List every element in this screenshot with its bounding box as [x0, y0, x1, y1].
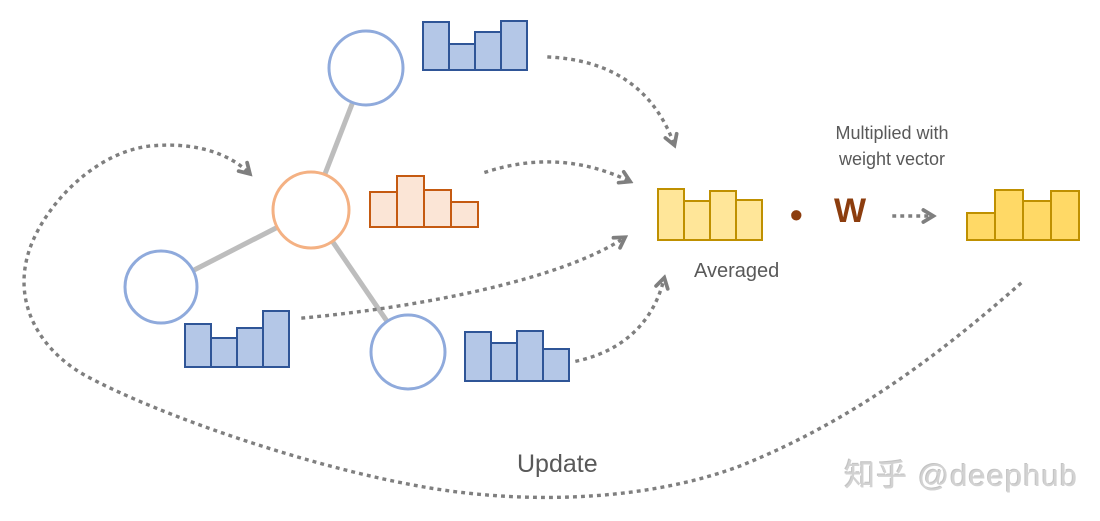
graph-node-center	[271, 170, 351, 250]
histogram-result-features	[966, 189, 1080, 241]
histogram-top-neighbor-features	[422, 20, 528, 71]
histogram-bar	[422, 21, 450, 71]
histogram-bar	[210, 337, 238, 368]
weight-vector-symbol: W	[834, 192, 867, 230]
histogram-bar	[966, 212, 996, 241]
multiplied-label-line1: Multiplied with	[835, 123, 949, 143]
histogram-bar	[448, 43, 476, 71]
histogram-bar	[369, 191, 398, 228]
histogram-bar	[735, 199, 763, 241]
averaged-label: Averaged	[694, 260, 780, 282]
histogram-bar	[500, 20, 528, 71]
histogram-bar	[184, 323, 212, 368]
dot-operator: •	[790, 194, 803, 235]
histogram-center-node-features	[369, 175, 479, 228]
arrow-bottom-features-to-averaged	[574, 279, 664, 364]
watermark: 知乎 @deephub	[844, 458, 1078, 493]
histogram-bar	[657, 188, 685, 241]
arrows-layer	[22, 55, 1023, 500]
histogram-bottom-neighbor-features	[464, 330, 570, 382]
histogram-left-neighbor-features	[184, 310, 290, 368]
multiplied-label-line2: weight vector	[838, 149, 946, 169]
histogram-bar	[474, 31, 502, 71]
graph-node-top	[327, 29, 405, 107]
histogram-bar	[994, 189, 1024, 241]
histogram-bar	[1022, 200, 1052, 241]
arrow-update-loop	[22, 143, 1023, 500]
histogram-bar	[423, 189, 452, 228]
histogram-bar	[683, 200, 711, 241]
histogram-bar	[450, 201, 479, 228]
update-label: Update	[517, 450, 598, 478]
histogram-bar	[262, 310, 290, 368]
histogram-bar	[542, 348, 570, 382]
arrow-top-features-to-averaged	[547, 55, 674, 144]
histograms-layer	[184, 20, 1080, 382]
histogram-bar	[709, 190, 737, 241]
graph-node-bottom	[369, 313, 447, 391]
graph-node-left	[123, 249, 199, 325]
histogram-averaged-features	[657, 188, 763, 241]
histogram-bar	[236, 327, 264, 368]
arrow-left-features-to-averaged	[301, 238, 624, 320]
histogram-bar	[1050, 190, 1080, 241]
multiplied-with-weight-vector-label: Multiplied with weight vector	[792, 120, 992, 172]
histogram-bar	[516, 330, 544, 382]
arrow-center-features-to-averaged	[483, 160, 629, 181]
histogram-bar	[396, 175, 425, 228]
histogram-bar	[464, 331, 492, 382]
graph-nodes-layer	[123, 29, 447, 391]
histogram-bar	[490, 342, 518, 382]
